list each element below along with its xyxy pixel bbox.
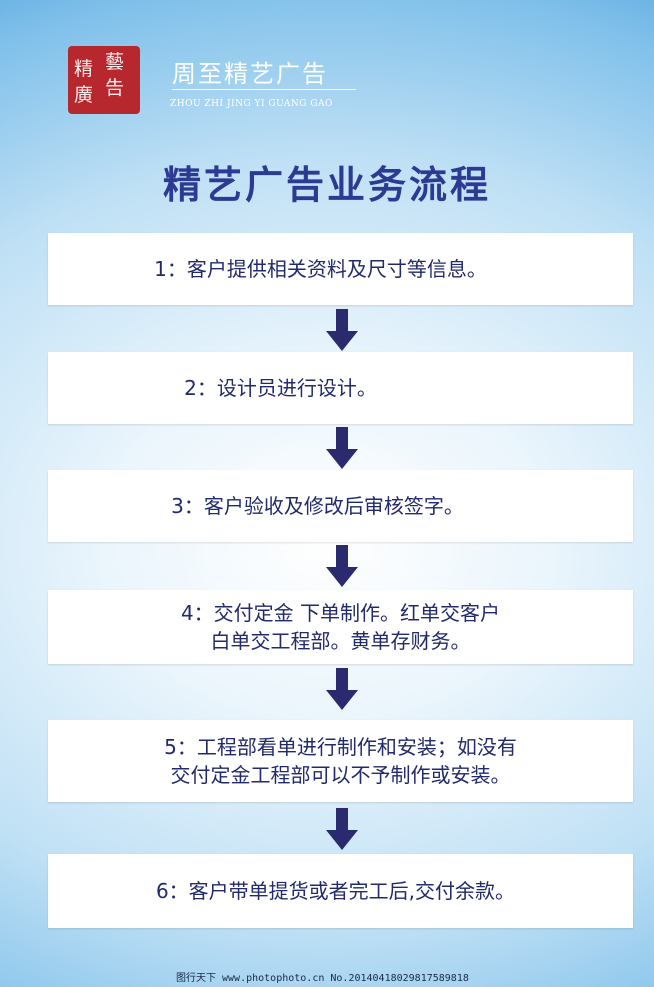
step-text: 2：设计员进行设计。 (184, 376, 377, 400)
step-text: 白单交工程部。黄单存财务。 (210, 629, 471, 653)
seal-char: 廣 (74, 84, 94, 106)
brand-name: 周至精艺广告 (172, 60, 328, 88)
watermark: 图行天下 www.photophoto.cn No.20140418029817… (176, 973, 469, 984)
down-arrow-icon (326, 808, 358, 850)
step-box-6: 6：客户带单提货或者完工后,交付余款。 (48, 854, 633, 928)
step-text: 1：客户提供相关资料及尺寸等信息。 (154, 257, 487, 281)
step-box-3: 3：客户验收及修改后审核签字。 (48, 470, 633, 542)
step-box-4: 4：交付定金 下单制作。红单交客户 白单交工程部。黄单存财务。 (48, 590, 633, 664)
down-arrow-icon (326, 309, 358, 351)
seal-char: 告 (105, 77, 125, 99)
step-box-2: 2：设计员进行设计。 (48, 352, 633, 424)
down-arrow-icon (326, 668, 358, 710)
header: 精 藝 廣 告 周至精艺广告 ZHOU ZHI JING YI GUANG GA… (68, 46, 388, 116)
step-text: 4：交付定金 下单制作。红单交客户 (180, 601, 501, 625)
down-arrow-icon (326, 427, 358, 469)
seal-char: 藝 (105, 51, 125, 73)
brand-divider (172, 89, 356, 90)
step-text: 3：客户验收及修改后审核签字。 (171, 494, 464, 518)
step-box-5: 5：工程部看单进行制作和安装；如没有 交付定金工程部可以不予制作或安装。 (48, 720, 633, 802)
brand-pinyin: ZHOU ZHI JING YI GUANG GAO (170, 99, 333, 109)
step-text: 5：工程部看单进行制作和安装；如没有 (164, 735, 517, 759)
step-text: 交付定金工程部可以不予制作或安装。 (170, 763, 511, 787)
step-text: 6：客户带单提货或者完工后,交付余款。 (155, 879, 516, 903)
seal-char: 精 (74, 58, 94, 80)
brand-seal-logo: 精 藝 廣 告 (68, 46, 140, 114)
step-box-1: 1：客户提供相关资料及尺寸等信息。 (48, 233, 633, 305)
down-arrow-icon (326, 545, 358, 587)
page-title: 精艺广告业务流程 (162, 162, 491, 207)
